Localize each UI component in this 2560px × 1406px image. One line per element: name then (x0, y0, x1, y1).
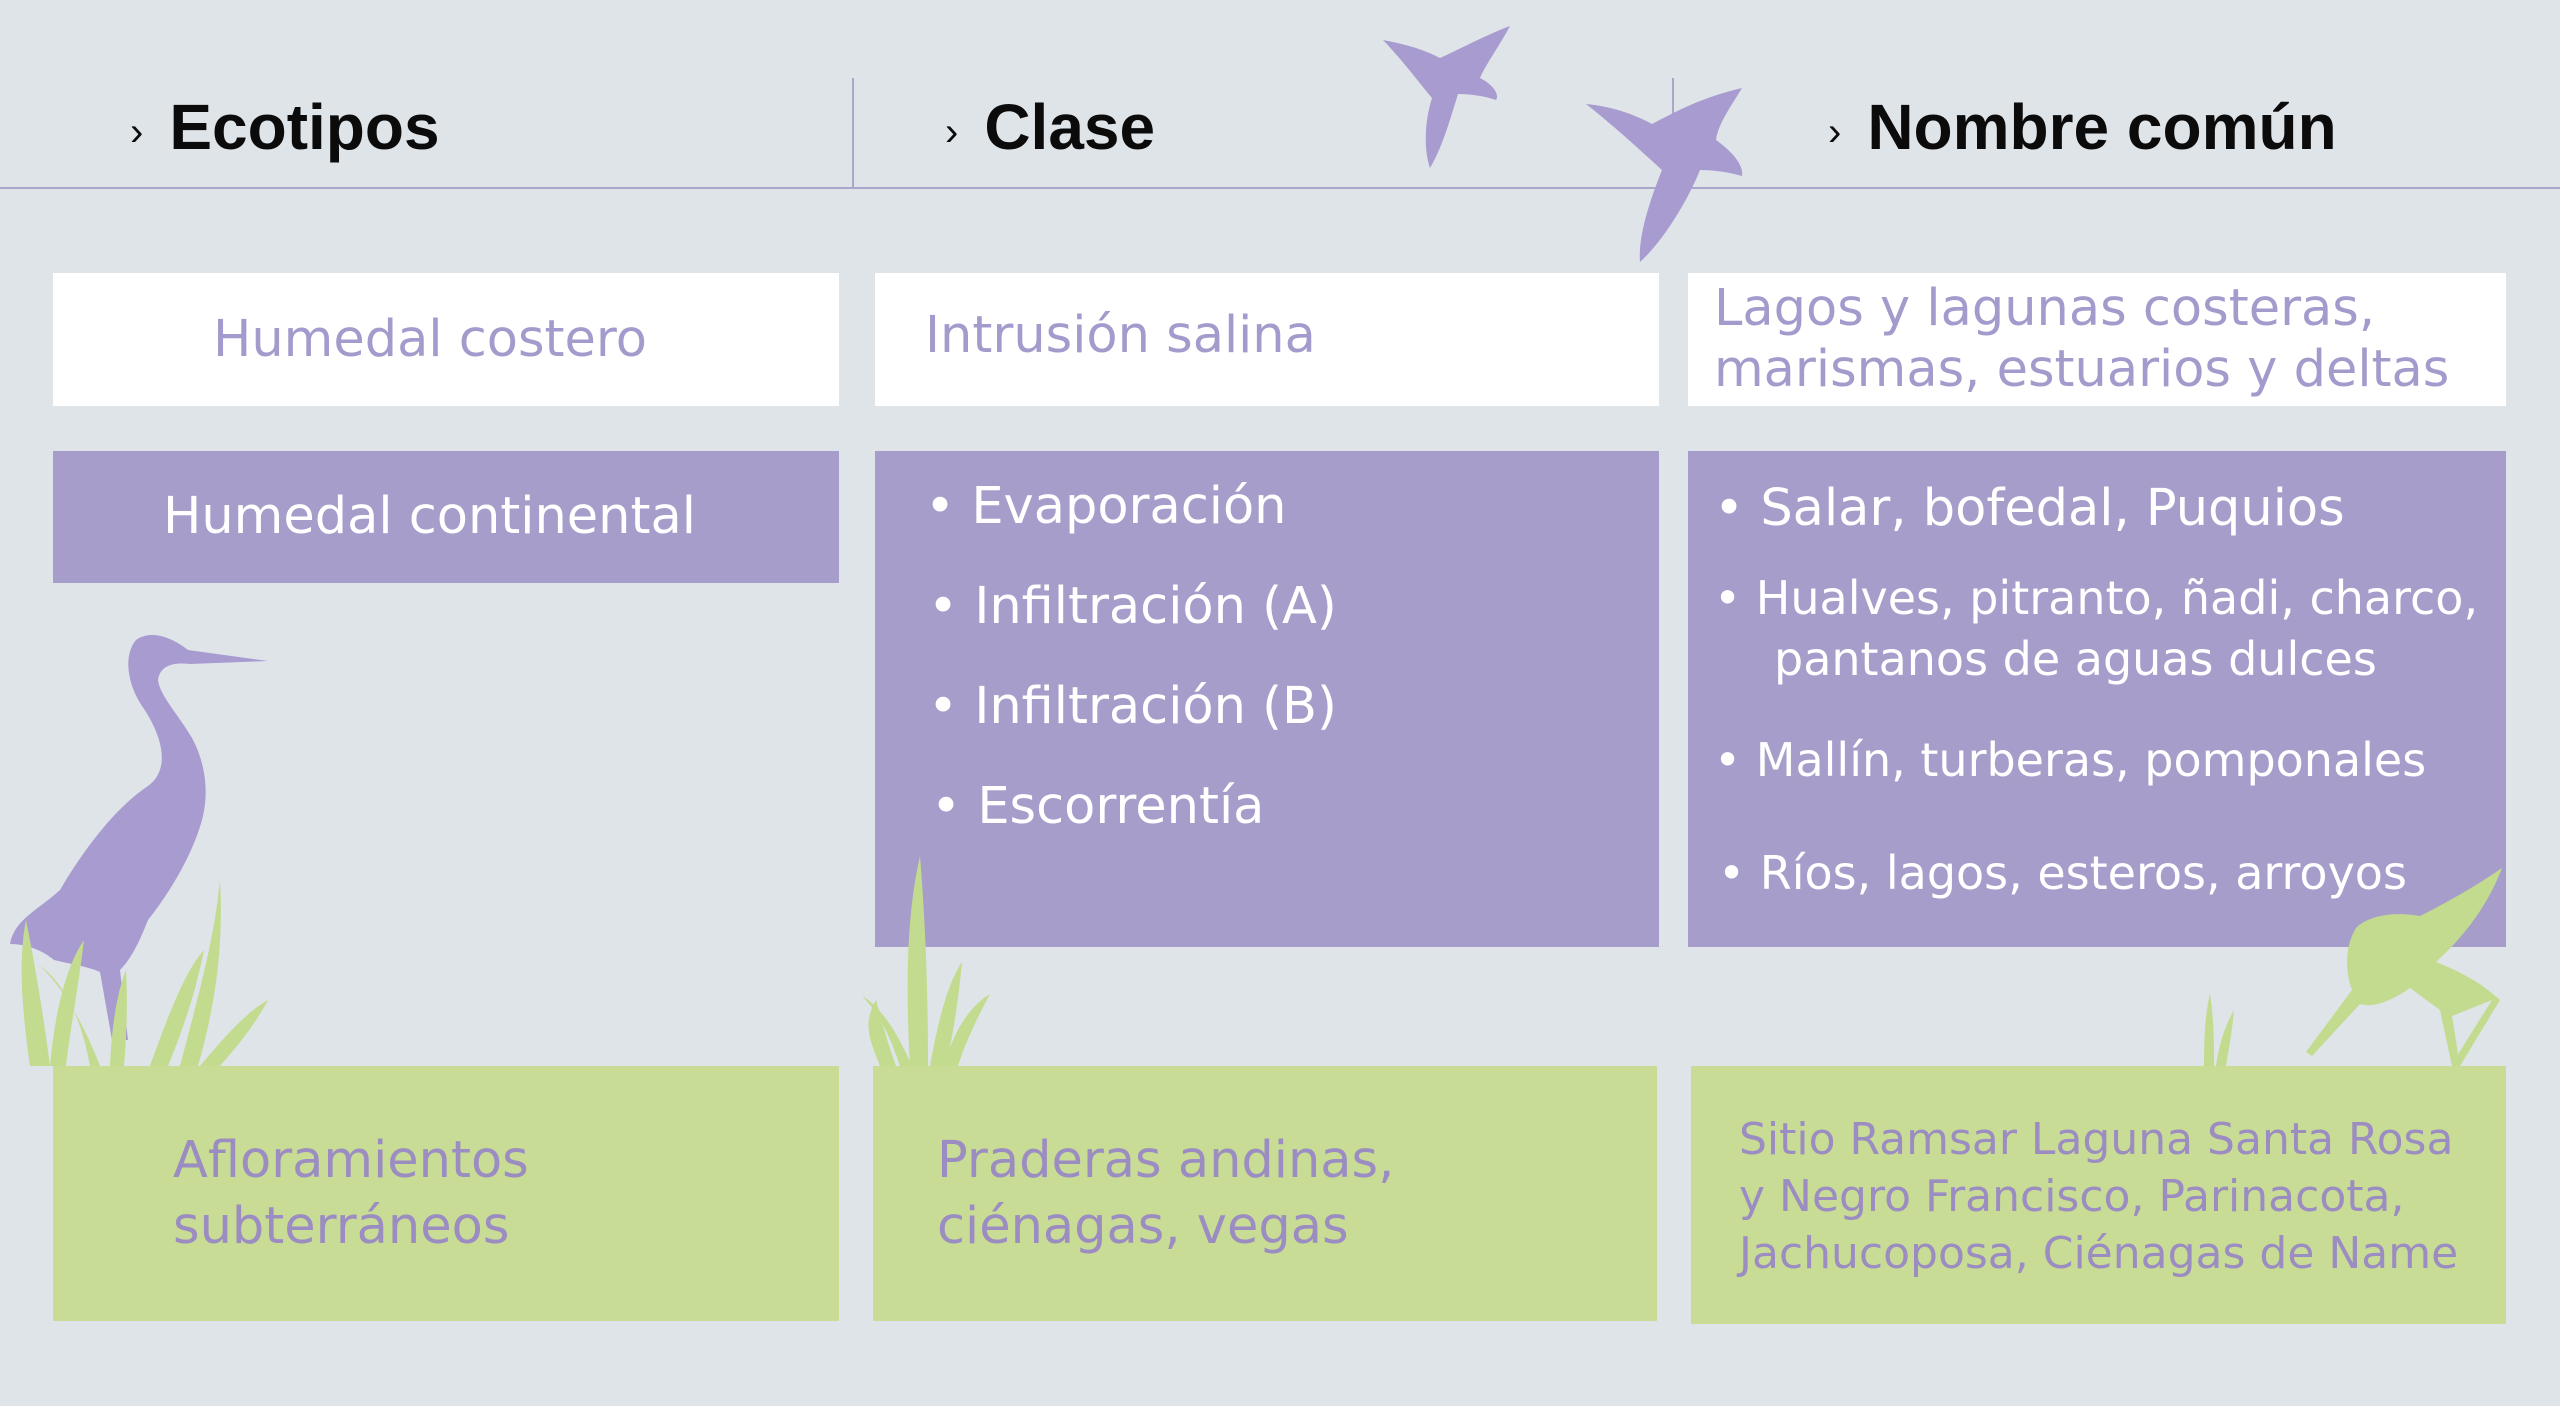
bird-icon (1586, 88, 1743, 262)
text-lagos-lagunas-2: marismas, estuarios y deltas (1714, 340, 2450, 399)
nombre-label: Salar, bofedal, Puquios (1760, 479, 2345, 538)
clase-label: Escorrentía (977, 777, 1265, 836)
nombre-label: Hualves, pitranto, ñadi, charco, (1755, 571, 2479, 625)
box-clases-list: • Evaporación • Infiltración (A) • Infil… (875, 451, 1659, 947)
nombre-label: Mallín, turberas, pomponales (1755, 733, 2427, 787)
bullet: • (931, 777, 962, 836)
header-nombre-comun-label: Nombre común (1867, 91, 2337, 163)
grass-icon (862, 856, 990, 1066)
text-sitio-ramsar-3: Jachucoposa, Ciénagas de Name (1739, 1228, 2459, 1279)
text-humedal-continental: Humedal continental (163, 487, 696, 546)
box-nombres-list: • Salar, bofedal, Puquios • Hualves, pit… (1688, 451, 2506, 947)
bullet: • (928, 577, 959, 636)
header-ecotipos-label: Ecotipos (169, 91, 440, 163)
bullet: • (1714, 571, 1742, 625)
bullet: • (925, 477, 956, 536)
bullet: • (928, 677, 959, 736)
box-humedal-costero: Humedal costero (53, 273, 839, 406)
header-ecotipos: ›Ecotipos (130, 95, 440, 159)
box-afloramientos: Afloramientos subterráneos (53, 1066, 839, 1321)
bullet: • (1714, 479, 1745, 538)
text-afloramientos-1: Afloramientos (173, 1131, 529, 1190)
nombre-label: Ríos, lagos, esteros, arroyos (1759, 846, 2407, 900)
box-intrusion-salina: Intrusión salina (875, 273, 1659, 406)
clase-item-evaporacion: • Evaporación (925, 481, 1287, 532)
box-praderas: Praderas andinas, ciénagas, vegas (873, 1066, 1657, 1321)
text-humedal-costero: Humedal costero (213, 310, 647, 369)
chevron-right-icon: › (1828, 110, 1842, 154)
clase-label: Infiltración (B) (974, 677, 1337, 736)
bird-icon (1383, 26, 1510, 168)
text-praderas-1: Praderas andinas, (937, 1131, 1395, 1190)
box-humedal-continental: Humedal continental (53, 451, 839, 583)
chevron-right-icon: › (130, 110, 144, 154)
nombre-item-salar: • Salar, bofedal, Puquios (1714, 483, 2345, 534)
clase-item-infiltracion-a: • Infiltración (A) (928, 581, 1337, 632)
heron-icon (10, 635, 268, 1040)
nombre-item-mallin: • Mallín, turberas, pomponales (1714, 737, 2426, 783)
clase-item-infiltracion-b: • Infiltración (B) (928, 681, 1337, 732)
clase-label: Evaporación (971, 477, 1287, 536)
bullet: • (1714, 733, 1742, 787)
clase-label: Infiltración (A) (974, 577, 1337, 636)
column-divider-1 (852, 78, 854, 188)
nombre-item-rios: • Ríos, lagos, esteros, arroyos (1718, 850, 2407, 896)
grass-icon (21, 880, 268, 1066)
text-sitio-ramsar-1: Sitio Ramsar Laguna Santa Rosa (1739, 1114, 2454, 1165)
text-intrusion-salina: Intrusión salina (925, 306, 1316, 365)
header-nombre-comun: ›Nombre común (1828, 95, 2337, 159)
clase-item-escorrentia: • Escorrentía (931, 781, 1264, 832)
text-sitio-ramsar-2: y Negro Francisco, Parinacota, (1739, 1171, 2405, 1222)
nombre-item-hualves: • Hualves, pitranto, ñadi, charco, panta… (1714, 568, 2478, 690)
header-clase: ›Clase (945, 95, 1155, 159)
bullet: • (1718, 846, 1746, 900)
nombre-label-continued: pantanos de aguas dulces (1774, 632, 2377, 687)
text-lagos-lagunas-1: Lagos y lagunas costeras, (1714, 279, 2376, 338)
text-afloramientos-2: subterráneos (173, 1197, 510, 1256)
text-praderas-2: ciénagas, vegas (937, 1197, 1349, 1256)
chevron-right-icon: › (945, 110, 959, 154)
header-divider (0, 187, 2560, 189)
stilt-icon (2306, 868, 2502, 1066)
grass-icon (2204, 994, 2234, 1066)
box-lagos-lagunas: Lagos y lagunas costeras, marismas, estu… (1688, 273, 2506, 406)
box-sitio-ramsar: Sitio Ramsar Laguna Santa Rosa y Negro F… (1691, 1066, 2506, 1324)
header-clase-label: Clase (984, 91, 1156, 163)
